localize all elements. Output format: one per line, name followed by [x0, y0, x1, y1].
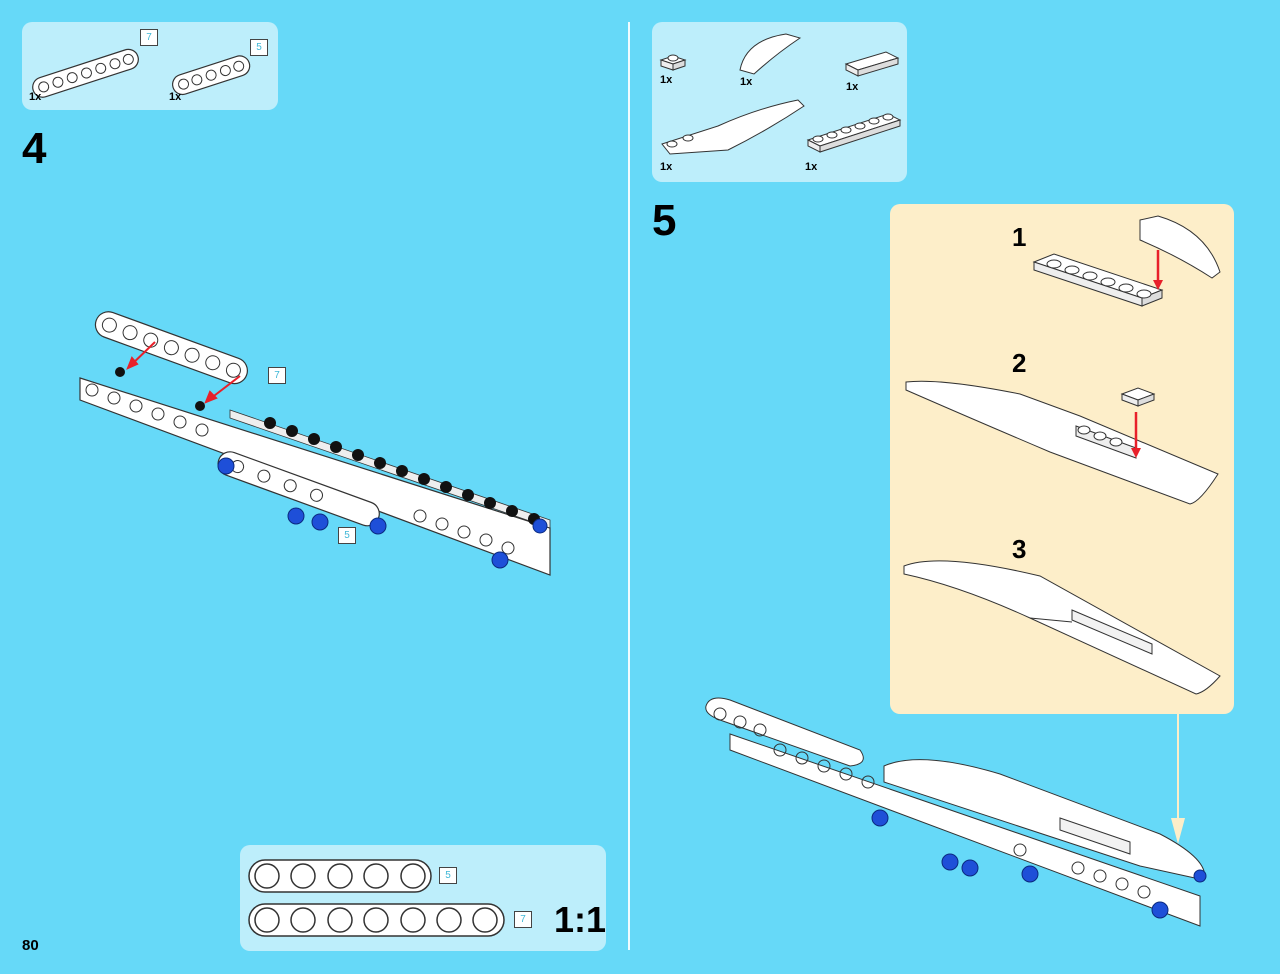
plate-1x6-icon: [806, 113, 902, 153]
page-divider: [628, 22, 630, 950]
beam-length-tag: 5: [439, 867, 457, 884]
substep-1-illustration: [1032, 215, 1221, 307]
curved-slope-icon: [739, 33, 802, 75]
part-quantity: 1x: [29, 91, 42, 103]
step-number: 4: [22, 124, 47, 173]
substep-callout: 1 2 3: [890, 204, 1234, 714]
part-quantity: 1x: [846, 81, 859, 93]
beam-length-tag: 7: [268, 367, 286, 384]
curved-wing-plate-icon: [661, 99, 805, 155]
technic-beam-7-icon: [248, 903, 505, 937]
page-number: 80: [22, 937, 39, 954]
tile-1x2-icon: [844, 51, 900, 77]
scale-reference-box: 5 7 1:1: [240, 845, 606, 951]
beam-length-tag: 7: [140, 29, 158, 46]
step-5-assembly: [705, 697, 1207, 927]
part-quantity: 1x: [740, 76, 753, 88]
substep-number: 3: [1012, 534, 1027, 564]
plate-1x1-icon: [659, 54, 687, 71]
technic-beam-7-added: [94, 311, 248, 385]
step-4-assembly: [79, 311, 551, 576]
callout-pointer-arrow: [1171, 714, 1185, 844]
substep-3-illustration: [903, 560, 1221, 695]
part-quantity: 1x: [660, 74, 673, 86]
substep-number: 1: [1012, 222, 1027, 252]
part-quantity: 1x: [805, 161, 818, 173]
part-quantity: 1x: [660, 161, 673, 173]
substep-number: 2: [1012, 348, 1027, 378]
substep-2-illustration: [905, 380, 1219, 505]
beam-length-tag: 5: [250, 39, 268, 56]
technic-beam-5-icon: [172, 55, 251, 96]
beam-length-tag: 5: [338, 527, 356, 544]
technic-beam-7-icon: [32, 48, 139, 98]
scale-label: 1:1: [554, 899, 607, 940]
beam-length-tag: 7: [514, 911, 532, 928]
technic-beam-5-icon: [248, 859, 432, 893]
part-quantity: 1x: [169, 91, 182, 103]
parts-list-step-4: 7 1x 5 1x: [22, 22, 278, 110]
parts-list-step-5: 1x 1x 1x 1x 1x: [652, 22, 907, 182]
step-number: 5: [652, 196, 677, 245]
